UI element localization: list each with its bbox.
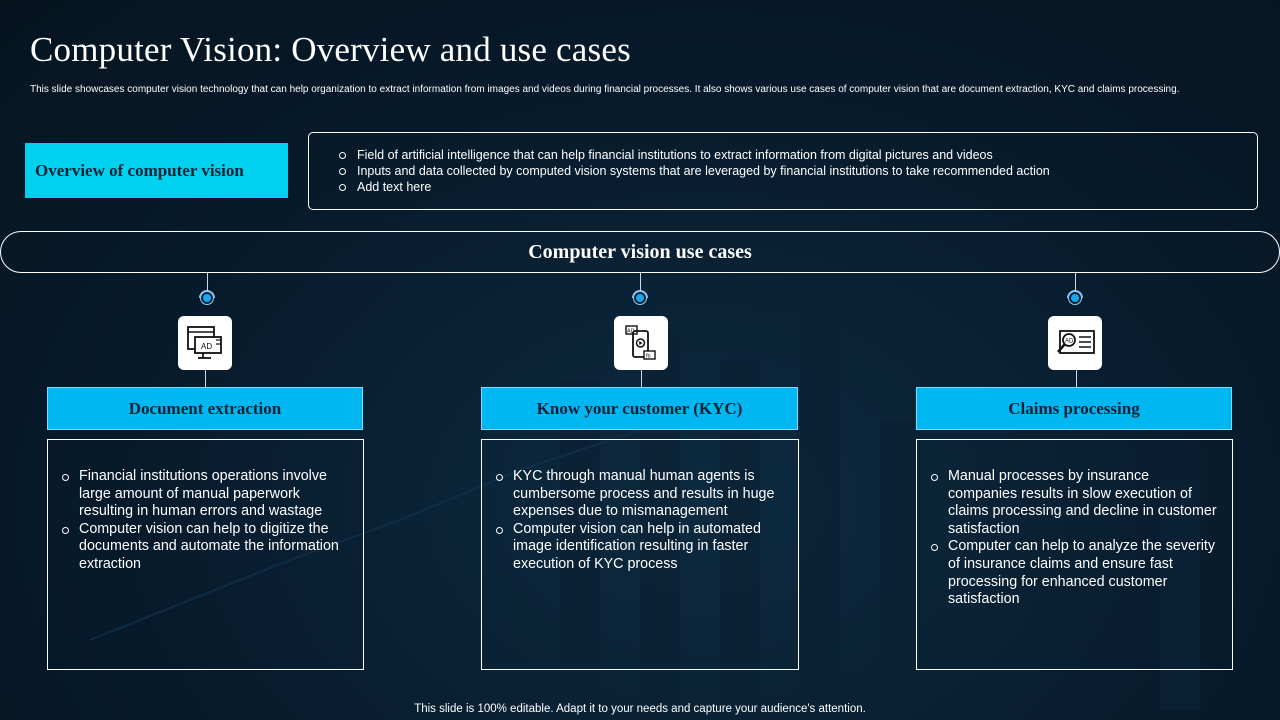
svg-text:AD: AD xyxy=(627,329,635,335)
card-title-document-extraction: Document extraction xyxy=(47,387,363,430)
card-point: Computer can help to analyze the severit… xyxy=(931,538,1218,608)
card-point: KYC through manual human agents is cumbe… xyxy=(496,468,784,521)
connector-line xyxy=(1076,370,1077,387)
card-body-kyc: KYC through manual human agents is cumbe… xyxy=(481,439,799,670)
ad-search-icon: AD xyxy=(1048,316,1102,370)
connector-node xyxy=(1069,292,1081,304)
bullet-circle-icon xyxy=(931,474,938,481)
overview-point: Inputs and data collected by computed vi… xyxy=(339,163,1257,179)
bullet-circle-icon xyxy=(62,526,69,534)
connector-line xyxy=(205,370,206,387)
connector-line xyxy=(640,273,641,293)
card-title-claims-processing: Claims processing xyxy=(916,387,1232,430)
use-cases-title: Computer vision use cases xyxy=(0,231,1280,273)
bullet-circle-icon xyxy=(339,168,346,175)
bullet-circle-icon xyxy=(931,544,938,552)
overview-label: Overview of computer vision xyxy=(25,143,288,198)
page-title: Computer Vision: Overview and use cases xyxy=(30,30,631,69)
card-body-claims-processing: Manual processes by insurance companies … xyxy=(916,439,1233,670)
svg-text:fb: fb xyxy=(646,354,651,360)
connector-node xyxy=(634,292,646,304)
connector-line xyxy=(1075,273,1076,293)
bullet-circle-icon xyxy=(496,526,503,534)
connector-node xyxy=(201,292,213,304)
card-point: Computer vision can help to digitize the… xyxy=(62,521,349,574)
overview-point: Add text here xyxy=(339,179,1257,195)
bullet-circle-icon xyxy=(496,474,503,481)
bullet-circle-icon xyxy=(339,184,346,191)
mobile-ad-icon: AD fb xyxy=(614,316,668,370)
card-title-kyc: Know your customer (KYC) xyxy=(481,387,798,430)
svg-text:AD: AD xyxy=(1065,339,1074,345)
connector-line xyxy=(641,370,642,387)
card-point: Manual processes by insurance companies … xyxy=(931,468,1218,538)
footer-note: This slide is 100% editable. Adapt it to… xyxy=(414,703,866,715)
bullet-circle-icon xyxy=(339,152,346,159)
svg-text:AD: AD xyxy=(201,342,212,351)
bullet-circle-icon xyxy=(62,474,69,481)
overview-box: Field of artificial intelligence that ca… xyxy=(308,132,1258,210)
overview-point: Field of artificial intelligence that ca… xyxy=(339,147,1257,163)
card-body-document-extraction: Financial institutions operations involv… xyxy=(47,439,364,670)
card-point: Computer vision can help in automated im… xyxy=(496,521,784,574)
card-point: Financial institutions operations involv… xyxy=(62,468,349,521)
page-subtitle: This slide showcases computer vision tec… xyxy=(30,84,1180,95)
connector-line xyxy=(207,273,208,293)
document-ad-icon: AD xyxy=(178,316,232,370)
